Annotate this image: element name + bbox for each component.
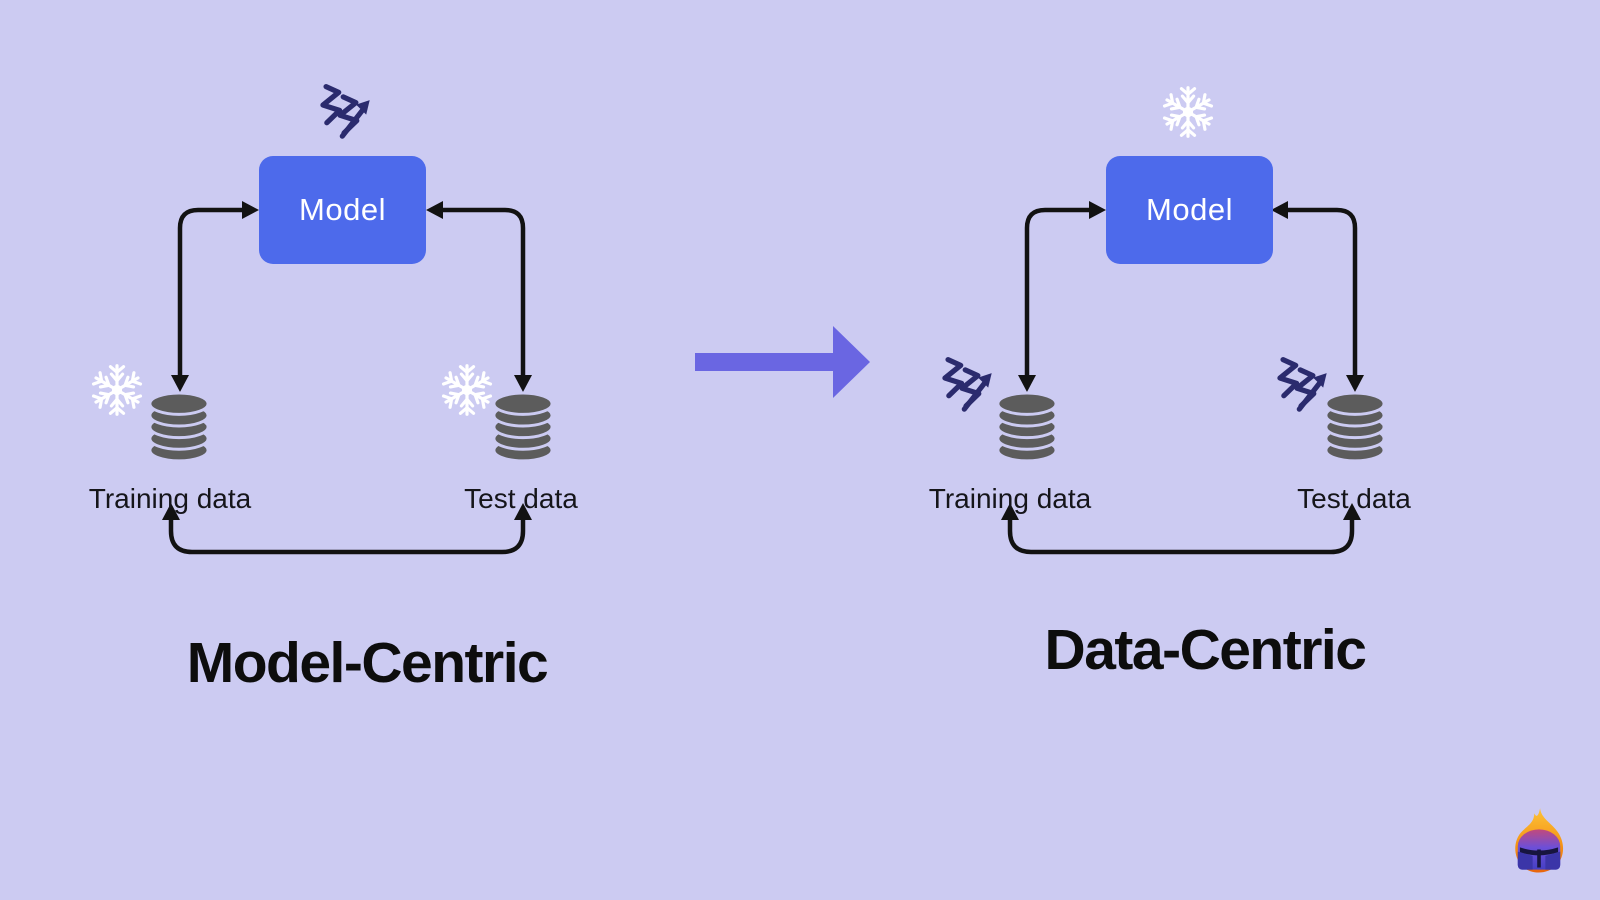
training-database-icon: [996, 391, 1058, 462]
snowflake-frozen-icon: [439, 362, 495, 418]
model-label: Model: [1146, 192, 1233, 227]
test-data-label: Test data: [464, 483, 578, 514]
test-database-icon: [492, 391, 554, 462]
left-test-model-connector: [442, 207, 526, 377]
left-model-box: Model: [259, 156, 426, 264]
data-centric-title: Data-Centric: [1044, 618, 1367, 682]
training-database-icon: [148, 391, 210, 462]
test-database-icon: [1324, 391, 1386, 462]
right-training-test-connector: [1007, 514, 1355, 555]
scribble-change-icon: [308, 79, 378, 149]
snowflake-frozen-icon: [1160, 84, 1216, 140]
right-model-box: Model: [1106, 156, 1273, 264]
flame-helmet-logo: [1515, 808, 1564, 873]
model-label: Model: [299, 192, 386, 227]
left-training-test-connector: [168, 514, 526, 555]
training-data-label: Training data: [88, 483, 252, 514]
right-training-model-connector: [1024, 207, 1090, 377]
training-data-label: Training data: [928, 483, 1092, 514]
test-data-label: Test data: [1297, 483, 1411, 514]
scribble-change-icon: [930, 352, 1000, 422]
left-training-model-connector: [177, 207, 243, 377]
model-centric-title: Model-Centric: [186, 631, 549, 695]
right-arrow-icon: [695, 326, 870, 398]
snowflake-frozen-icon: [89, 362, 145, 418]
